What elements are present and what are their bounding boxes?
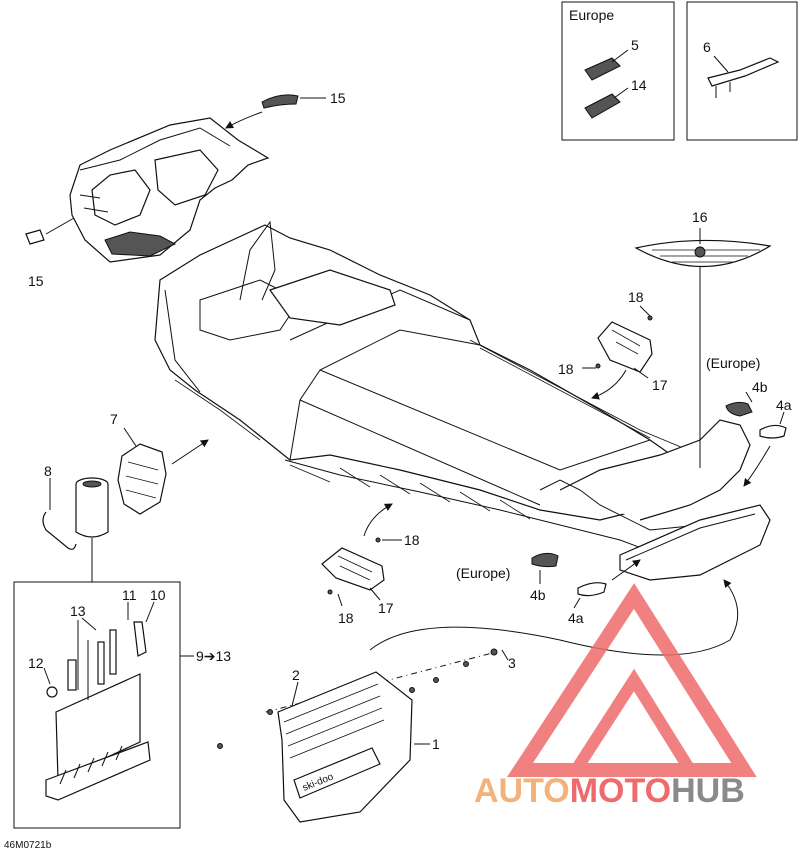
callout-18-c: 18 [404,532,420,548]
callout-1: 1 [432,736,440,752]
callout-14: 14 [631,77,647,93]
callout-12: 12 [28,655,44,671]
decal-16: 16 [634,209,772,468]
europe-label-b: (Europe) [456,565,510,581]
callout-11: 11 [122,587,137,603]
callout-13: 13 [70,603,86,619]
reflector-4a-b [577,582,607,597]
figure-code: 46M0721b [4,840,52,851]
watermark-text: AUTOMOTOHUB [474,772,745,810]
part-7: 7 [110,411,209,515]
rear-bumper [539,419,771,581]
callout-4b-a: 4b [752,379,768,395]
callout-7: 7 [110,411,118,427]
reflector-4a-a [759,424,787,439]
inset-europe: Europe 5 14 [561,1,675,141]
reflector-4b-b [531,552,559,568]
callout-18-b: 18 [558,361,574,377]
toolkit-box: 13 11 10 12 9➔13 [13,581,231,829]
toolkit-range-label: 9➔13 [196,648,231,664]
reflector-5 [584,57,621,81]
inset-bracket: 6 [686,1,798,141]
callout-6: 6 [703,39,711,55]
callout-17-a: 17 [652,377,668,393]
footrest-bracket-lower: 18 18 17 [321,503,420,626]
mud-flap: ski-doo 1 [277,671,440,823]
bracket-6 [707,57,780,87]
reflector-14 [584,93,621,119]
callout-15-left: 15 [28,273,44,289]
callout-18-d: 18 [338,610,354,626]
callout-4a-a: 4a [776,397,792,413]
watermark-logo [507,583,757,777]
fastener-set: 2 3 [217,648,516,749]
trim-15-top [261,94,299,109]
hood-shell [69,117,270,263]
callout-2: 2 [292,667,300,683]
callout-10: 10 [150,587,166,603]
tool-cylinder [75,477,109,582]
watermark-part-1: AUTO [474,772,570,810]
callout-4a-b: 4a [568,610,584,626]
callout-3: 3 [508,655,516,671]
inset-europe-title: Europe [569,7,614,23]
callout-4b-b: 4b [530,587,546,603]
callout-5: 5 [631,37,639,53]
trim-15-left [25,229,45,245]
watermark-part-2: MOTO [570,772,671,810]
watermark-part-3: HUB [671,772,745,810]
callout-8: 8 [44,463,52,479]
callout-17-b: 17 [378,600,394,616]
callout-15-top: 15 [330,90,346,106]
callout-16: 16 [692,209,708,225]
part-8: 8 [42,463,77,550]
reflector-4b-a [725,401,753,417]
footrest-bracket-upper: 18 18 17 [558,289,668,400]
europe-label-a: (Europe) [706,355,760,371]
callout-18-a: 18 [628,289,644,305]
